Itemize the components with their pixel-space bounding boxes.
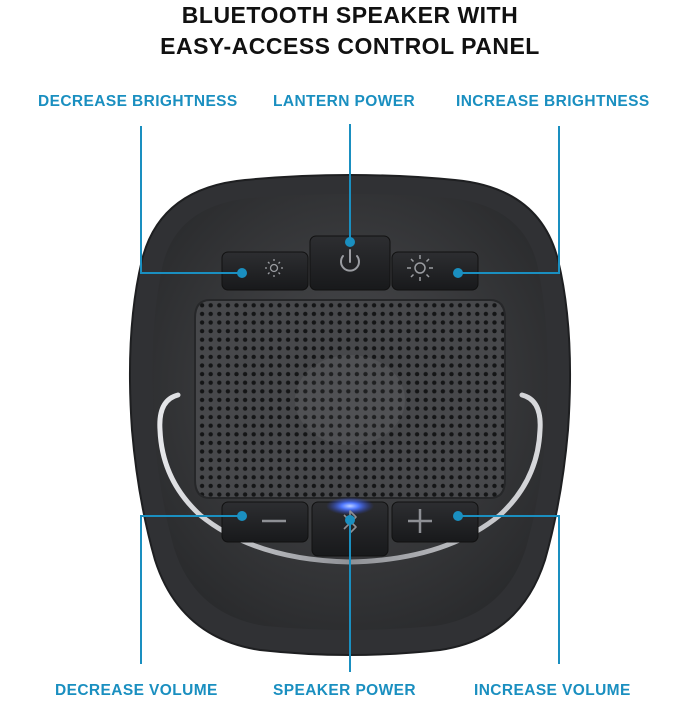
sun-small-icon — [265, 259, 283, 277]
plus-icon — [408, 509, 432, 533]
marker-increase-brightness — [453, 268, 463, 278]
marker-decrease-brightness — [237, 268, 247, 278]
callout-lines — [140, 124, 560, 672]
status-led — [326, 497, 374, 515]
title-line-2: EASY-ACCESS CONTROL PANEL — [160, 33, 540, 59]
marker-increase-volume — [453, 511, 463, 521]
marker-decrease-volume — [237, 511, 247, 521]
marker-lantern-power — [345, 237, 355, 247]
title-line-1: BLUETOOTH SPEAKER WITH — [181, 2, 519, 28]
speaker-grille — [194, 299, 506, 499]
callout-markers — [237, 237, 463, 525]
marker-speaker-power — [345, 515, 355, 525]
callout-increase-brightness: INCREASE BRIGHTNESS — [456, 93, 650, 110]
sun-large-icon — [407, 255, 433, 281]
callout-decrease-volume: DECREASE VOLUME — [55, 682, 218, 699]
power-icon — [340, 249, 360, 272]
callout-increase-volume: INCREASE VOLUME — [474, 682, 631, 699]
callout-decrease-brightness: DECREASE BRIGHTNESS — [38, 93, 238, 110]
callout-lantern-power: LANTERN POWER — [273, 93, 416, 110]
callout-speaker-power: SPEAKER POWER — [273, 682, 416, 699]
